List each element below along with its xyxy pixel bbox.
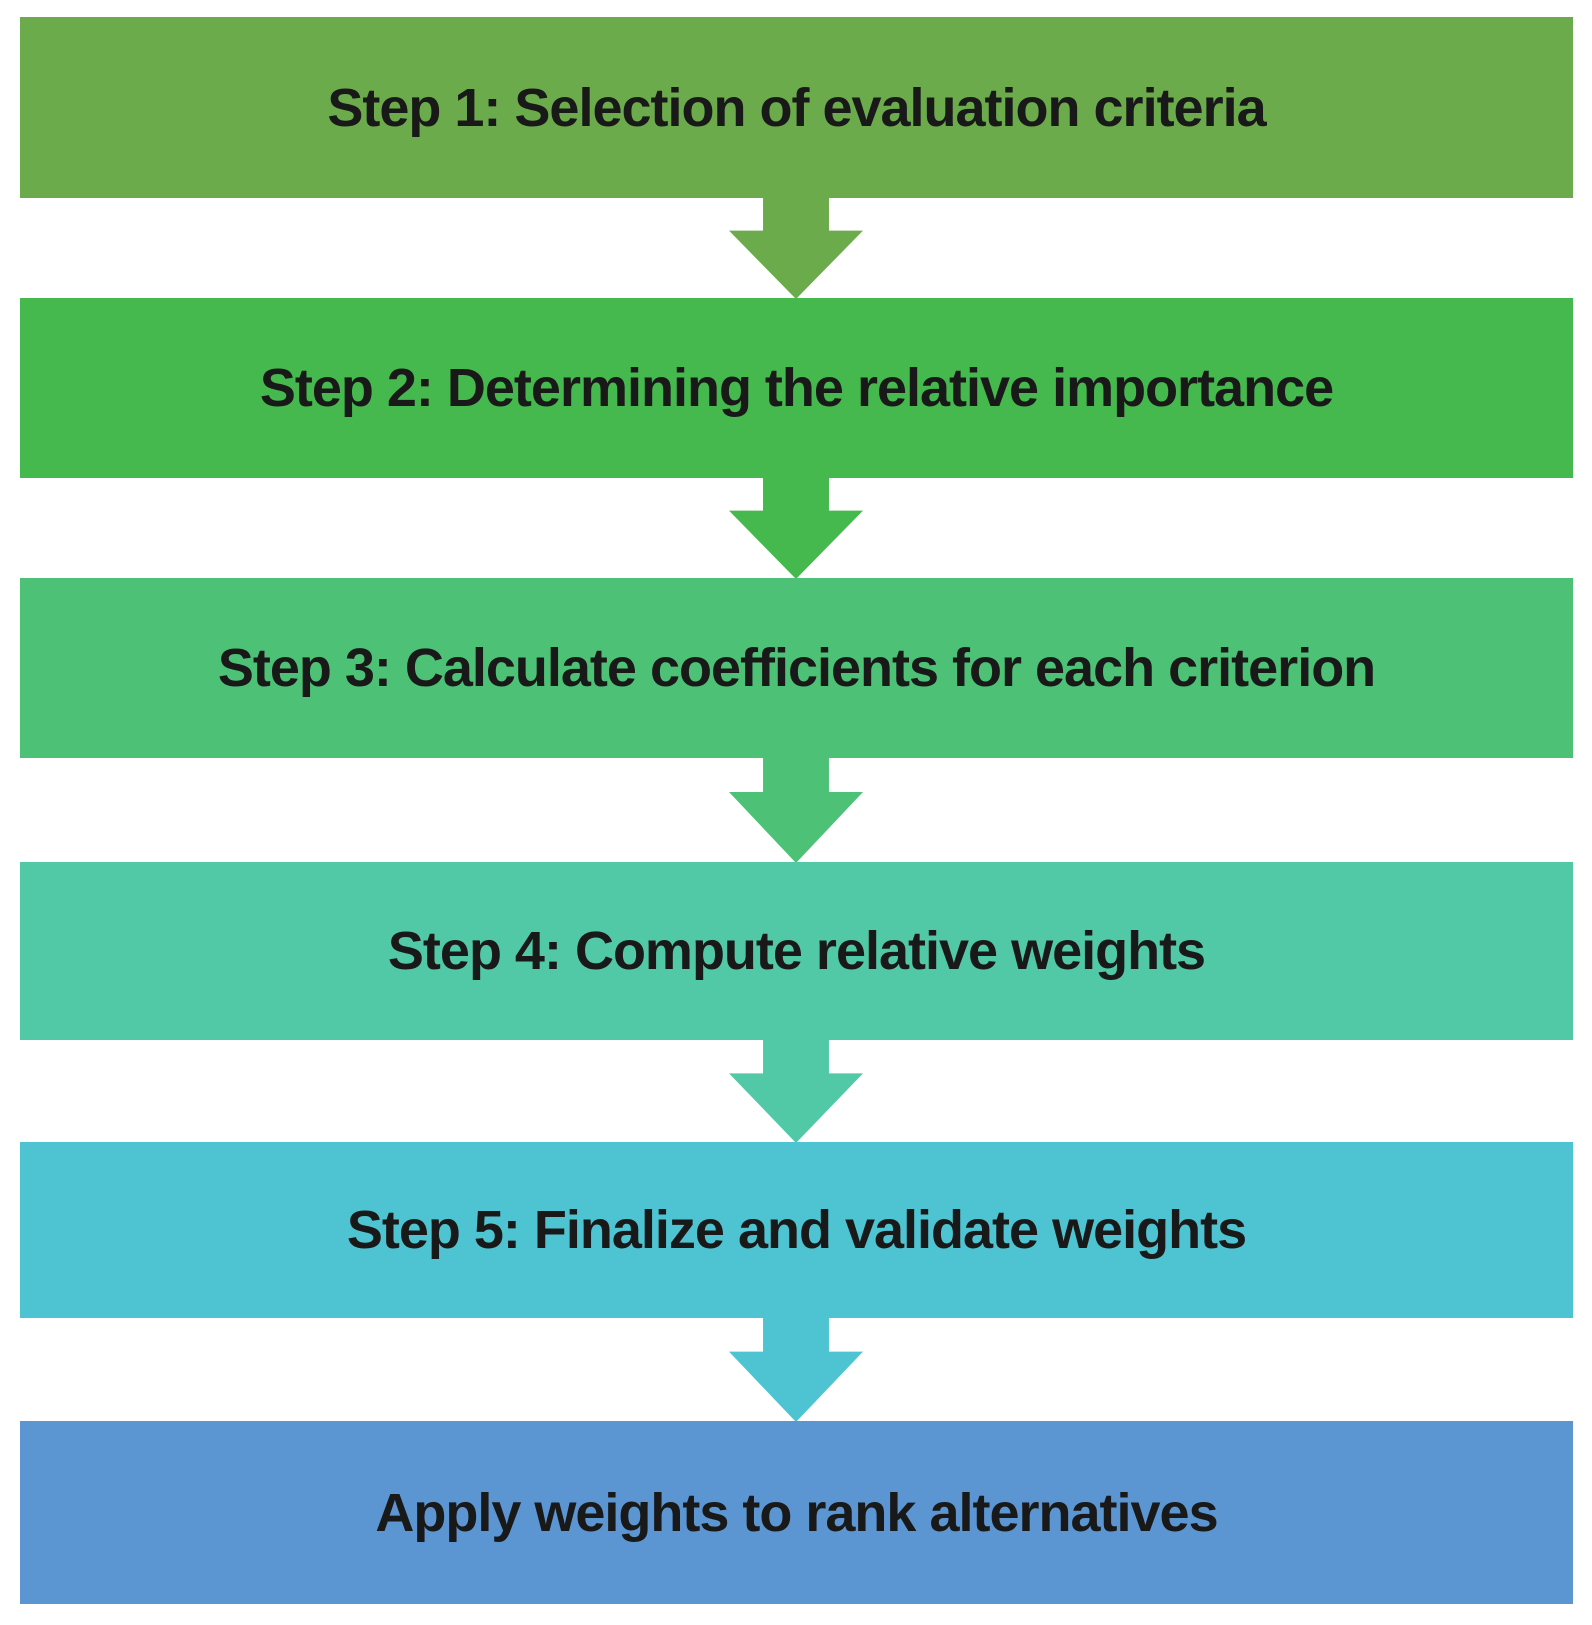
step-2-band: Step 2: Determining the relative importa… (20, 298, 1573, 478)
step-5-label: Step 5: Finalize and validate weights (346, 1200, 1247, 1260)
step-5-band: Step 5: Finalize and validate weights (20, 1142, 1573, 1318)
final-step-label: Apply weights to rank alternatives (375, 1482, 1218, 1543)
down-arrow-icon (729, 477, 863, 579)
down-arrow-icon (729, 1039, 863, 1143)
down-arrow-icon (729, 1317, 863, 1422)
step-1-label: Step 1: Selection of evaluation criteria (327, 77, 1266, 138)
step-3-band: Step 3: Calculate coefficients for each … (20, 578, 1573, 758)
down-arrow-icon (729, 757, 863, 863)
step-3-label: Step 3: Calculate coefficients for each … (217, 638, 1376, 698)
down-arrow-icon (729, 197, 863, 299)
step-4-label: Step 4: Compute relative weights (387, 921, 1206, 981)
step-4-band: Step 4: Compute relative weights (20, 862, 1573, 1040)
step-2-label: Step 2: Determining the relative importa… (259, 358, 1334, 418)
final-step-band: Apply weights to rank alternatives (20, 1421, 1573, 1604)
step-1-band: Step 1: Selection of evaluation criteria (20, 17, 1573, 198)
